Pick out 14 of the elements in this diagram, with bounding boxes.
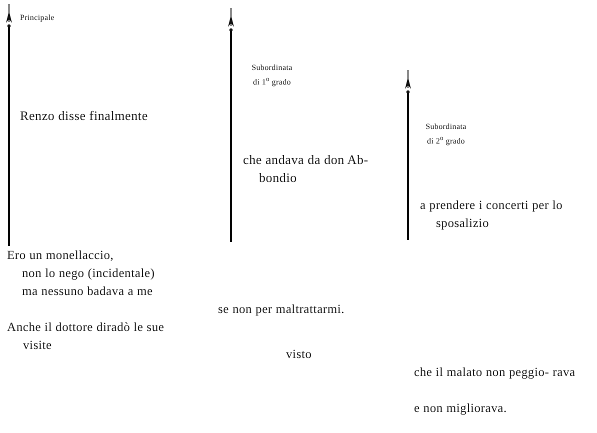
clause-text: Anche il dottore diradò le sue visite (7, 319, 166, 354)
clause-text: visto (286, 346, 313, 363)
clause-text: che andava da don Ab- bondio (243, 151, 370, 187)
clause-text: a prendere i concerti per lo sposalizio (420, 197, 564, 232)
clause-text: e non migliorava. (414, 400, 508, 417)
clause-text: Ero un monellaccio, (7, 247, 115, 264)
clause-text: Renzo disse finalmente (20, 107, 149, 125)
clause-text: ma nessuno badava a me (22, 283, 154, 300)
clause-text: non lo nego (incidentale) (22, 265, 156, 282)
clause-label: Subordinata di 1$^{o}$ grado (250, 62, 294, 89)
clause-label: Subordinata di 2$^{o}$ grado (424, 121, 468, 148)
clause-label: Principale (20, 12, 56, 24)
clause-text: se non per maltrattarmi. (218, 301, 346, 318)
clause-text: che il malato non peggio- rava (414, 364, 576, 381)
